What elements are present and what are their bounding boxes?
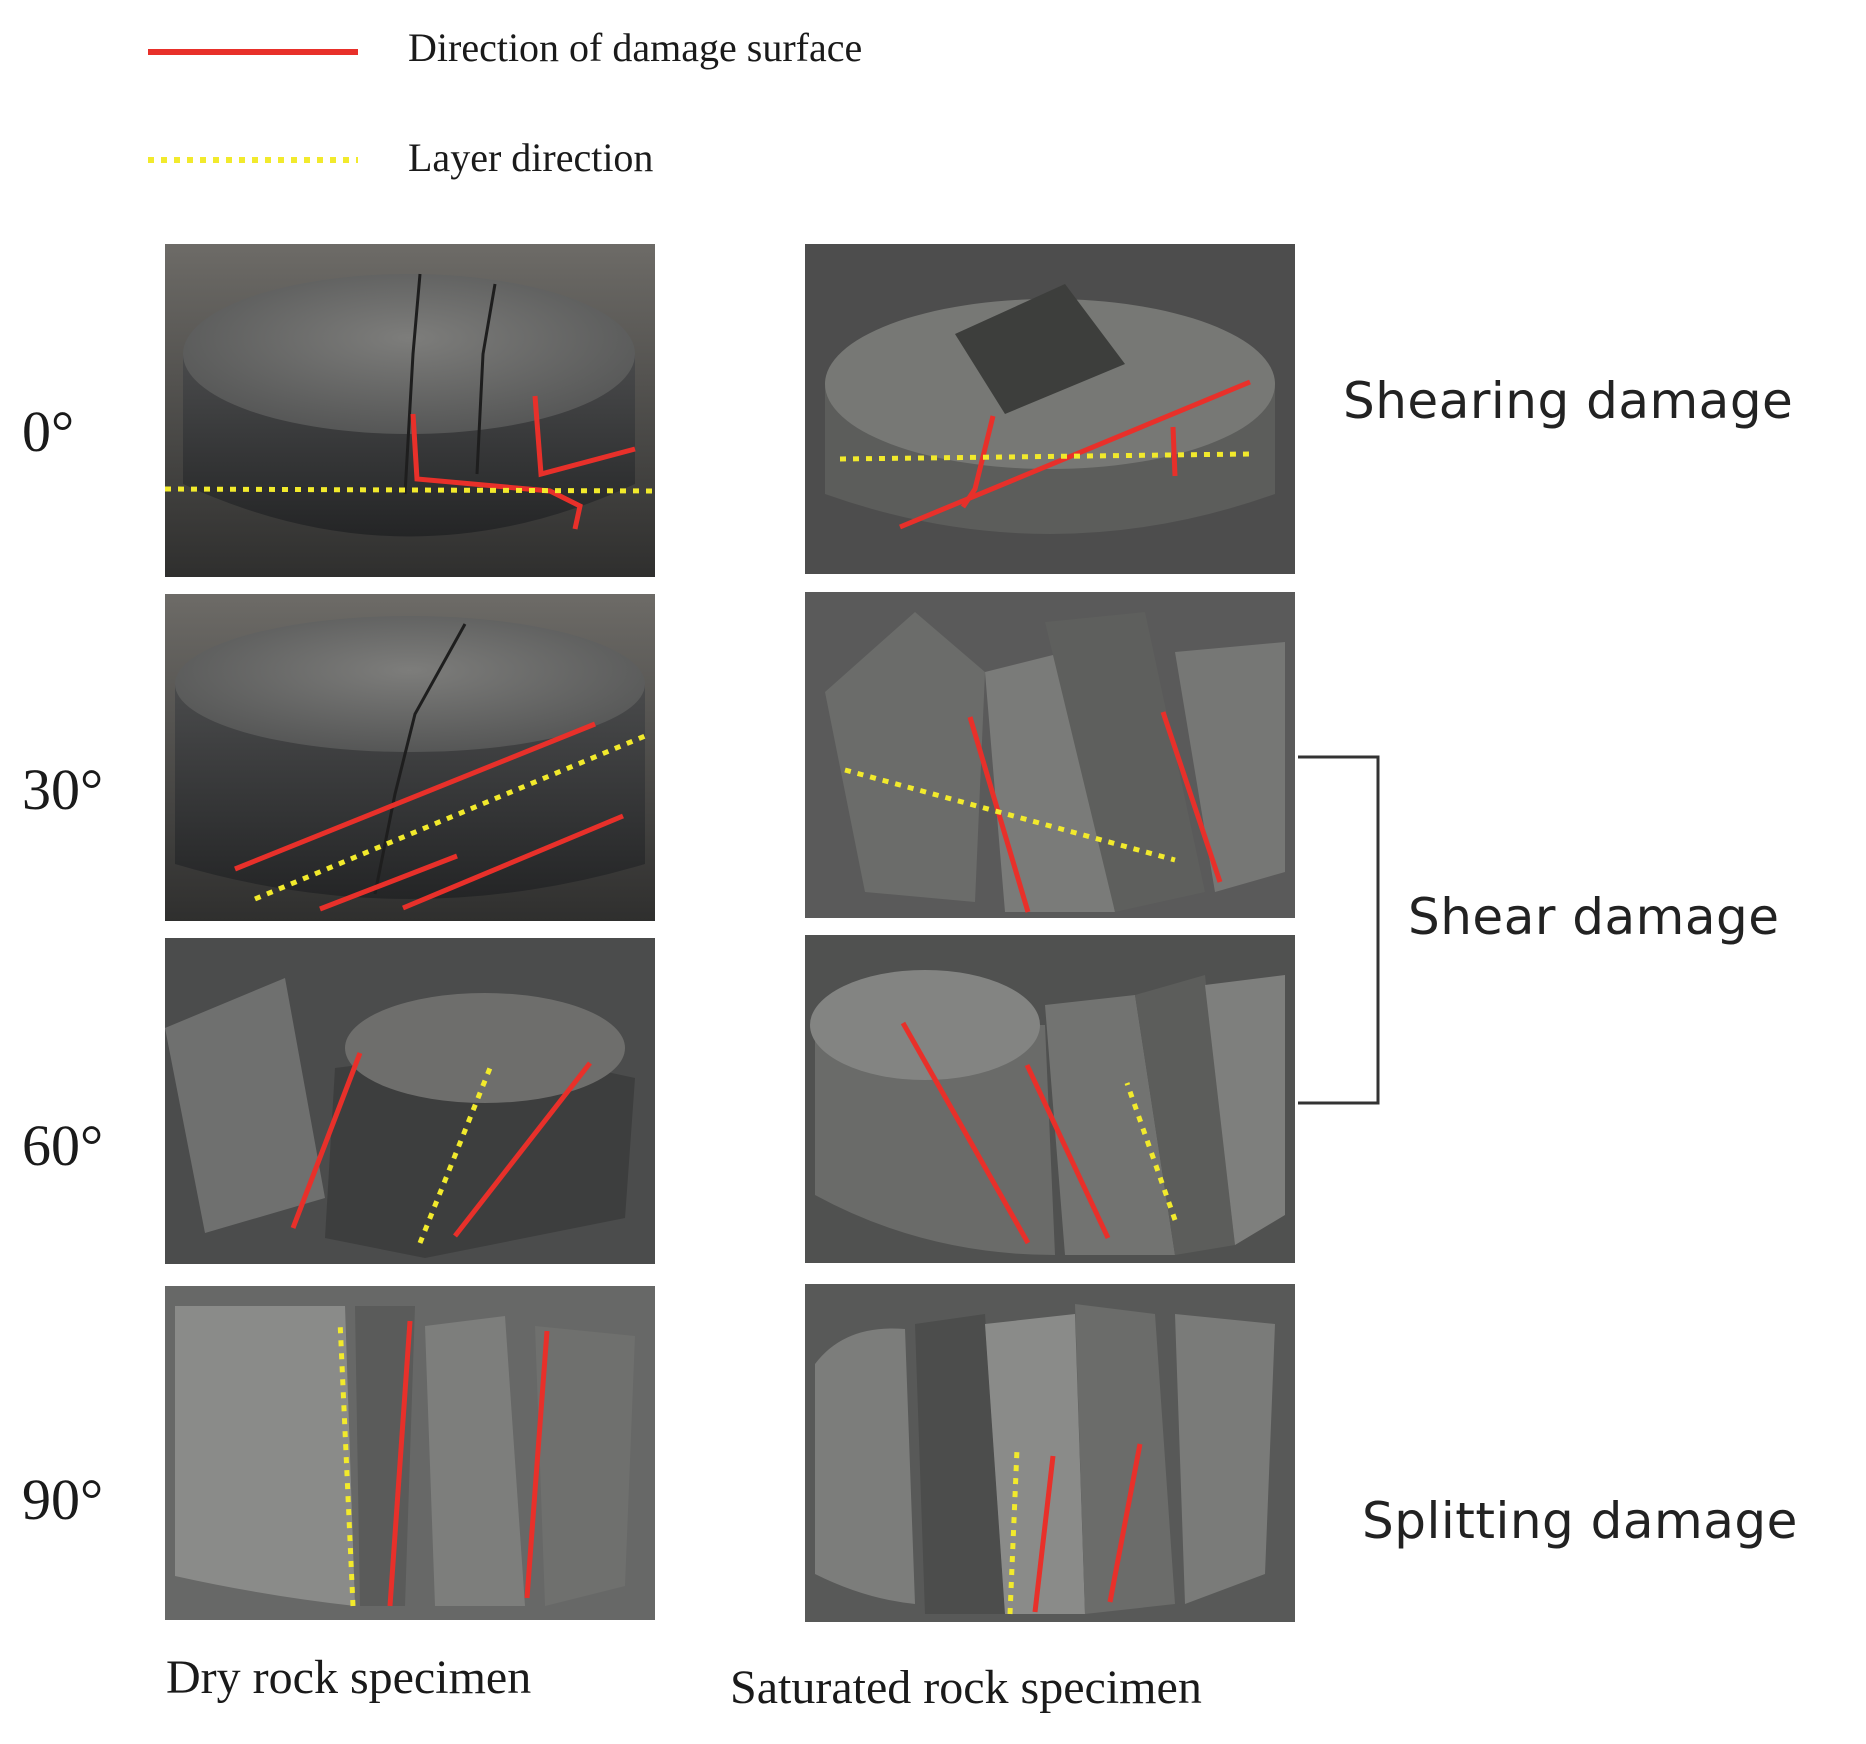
photo-sat-90: [805, 1284, 1295, 1622]
sat-60-layer-line: [1124, 1082, 1178, 1221]
dry-60-damage-line: [290, 1052, 363, 1229]
dry-0-damage-line: [410, 413, 583, 530]
dry-30-layer-line: [254, 733, 646, 902]
angle-label-0: 0°: [22, 399, 75, 464]
dry-90-layer-line: [337, 1320, 356, 1607]
damage-label-shear: Shear damage: [1408, 888, 1780, 946]
sat-90-layer-line: [1007, 1448, 1020, 1615]
sat-30-layer-line: [844, 767, 1176, 863]
angle-label-30: 30°: [22, 757, 104, 822]
angle-label-90: 90°: [22, 1467, 104, 1532]
dry-90-damage-line: [387, 1320, 413, 1607]
dry-30-damage-line: [234, 721, 596, 872]
dry-60-layer-line: [417, 1067, 493, 1244]
angle-label-60: 60°: [22, 1113, 104, 1178]
caption-dry: Dry rock specimen: [166, 1651, 532, 1704]
dry-0-layer-line: [165, 486, 655, 494]
photo-sat-0: [805, 244, 1295, 574]
caption-saturated: Saturated rock specimen: [730, 1661, 1202, 1714]
photo-sat-60: [805, 935, 1295, 1263]
shear-bracket: [1298, 755, 1380, 1105]
photo-dry-60: [165, 938, 655, 1264]
photo-dry-30: [165, 594, 655, 921]
damage-label-shearing: Shearing damage: [1343, 372, 1794, 430]
photo-dry-90: [165, 1286, 655, 1620]
legend-layer-label: Layer direction: [408, 135, 654, 180]
sat-90-damage-line: [1032, 1455, 1056, 1613]
legend-damage-label: Direction of damage surface: [408, 25, 863, 70]
photo-sat-30: [805, 592, 1295, 918]
photo-dry-0: [165, 244, 655, 577]
sat-60-damage-line: [900, 1021, 1031, 1245]
sat-0-layer-line: [839, 451, 1251, 462]
damage-label-splitting: Splitting damage: [1362, 1492, 1798, 1550]
